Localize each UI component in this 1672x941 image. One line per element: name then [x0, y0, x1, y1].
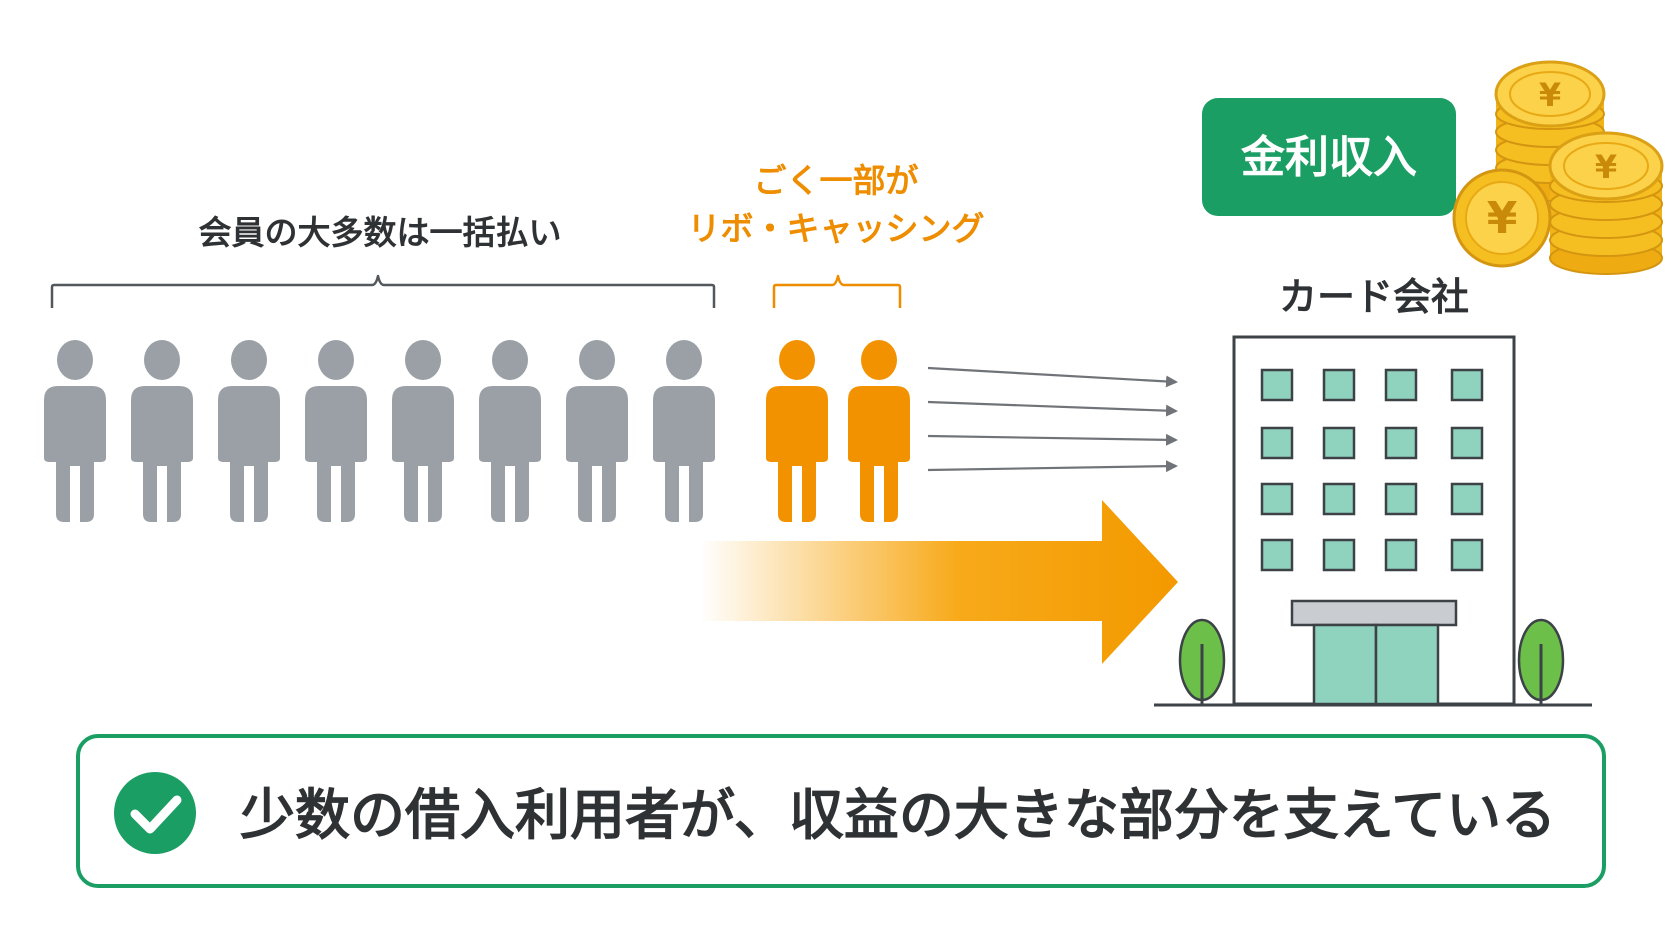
person-icon	[848, 340, 910, 522]
conclusion-text: 少数の借入利用者が、収益の大きな部分を支えている	[240, 783, 1556, 847]
building-windows	[1260, 368, 1484, 572]
yen-coin-icon: ¥	[1595, 148, 1617, 186]
yen-coin-icon: ¥	[1487, 193, 1518, 244]
majority-people-group	[44, 340, 715, 522]
coin-single: ¥	[1452, 168, 1552, 268]
minority-people-group	[766, 340, 910, 522]
person-icon	[479, 340, 541, 522]
minority-label-line1: ごく一部が	[754, 161, 919, 200]
minority-label-line2: リボ・キャッシング	[688, 209, 985, 248]
flow-arrow	[927, 400, 1178, 417]
coin-stacks: ¥ ¥ ¥	[1452, 60, 1664, 275]
person-icon	[653, 340, 715, 522]
building-door	[1374, 623, 1440, 706]
tree-icon	[1178, 618, 1226, 705]
majority-brace	[50, 274, 716, 308]
person-icon	[131, 340, 193, 522]
company-label: カード会社	[1279, 275, 1469, 319]
minority-brace	[772, 274, 902, 308]
office-building-icon	[1232, 335, 1516, 706]
revenue-flow-arrow	[700, 500, 1178, 664]
person-icon	[218, 340, 280, 522]
person-icon	[392, 340, 454, 522]
person-icon	[566, 340, 628, 522]
tree-icon	[1517, 618, 1565, 705]
flow-arrow	[927, 366, 1178, 388]
flow-arrow	[927, 460, 1178, 473]
building-door	[1312, 623, 1378, 706]
person-icon	[766, 340, 828, 522]
flow-arrows	[927, 366, 1178, 473]
coin-stack: ¥	[1548, 131, 1664, 275]
income-badge-label: 金利収入	[1240, 132, 1417, 183]
conclusion-box	[76, 734, 1606, 888]
majority-label: 会員の大多数は一括払い	[199, 213, 562, 252]
income-badge	[1202, 98, 1456, 216]
person-icon	[305, 340, 367, 522]
yen-coin-icon: ¥	[1539, 76, 1561, 114]
building-awning	[1290, 599, 1458, 627]
person-icon	[44, 340, 106, 522]
check-circle-icon	[114, 772, 196, 854]
flow-arrow	[927, 433, 1178, 446]
